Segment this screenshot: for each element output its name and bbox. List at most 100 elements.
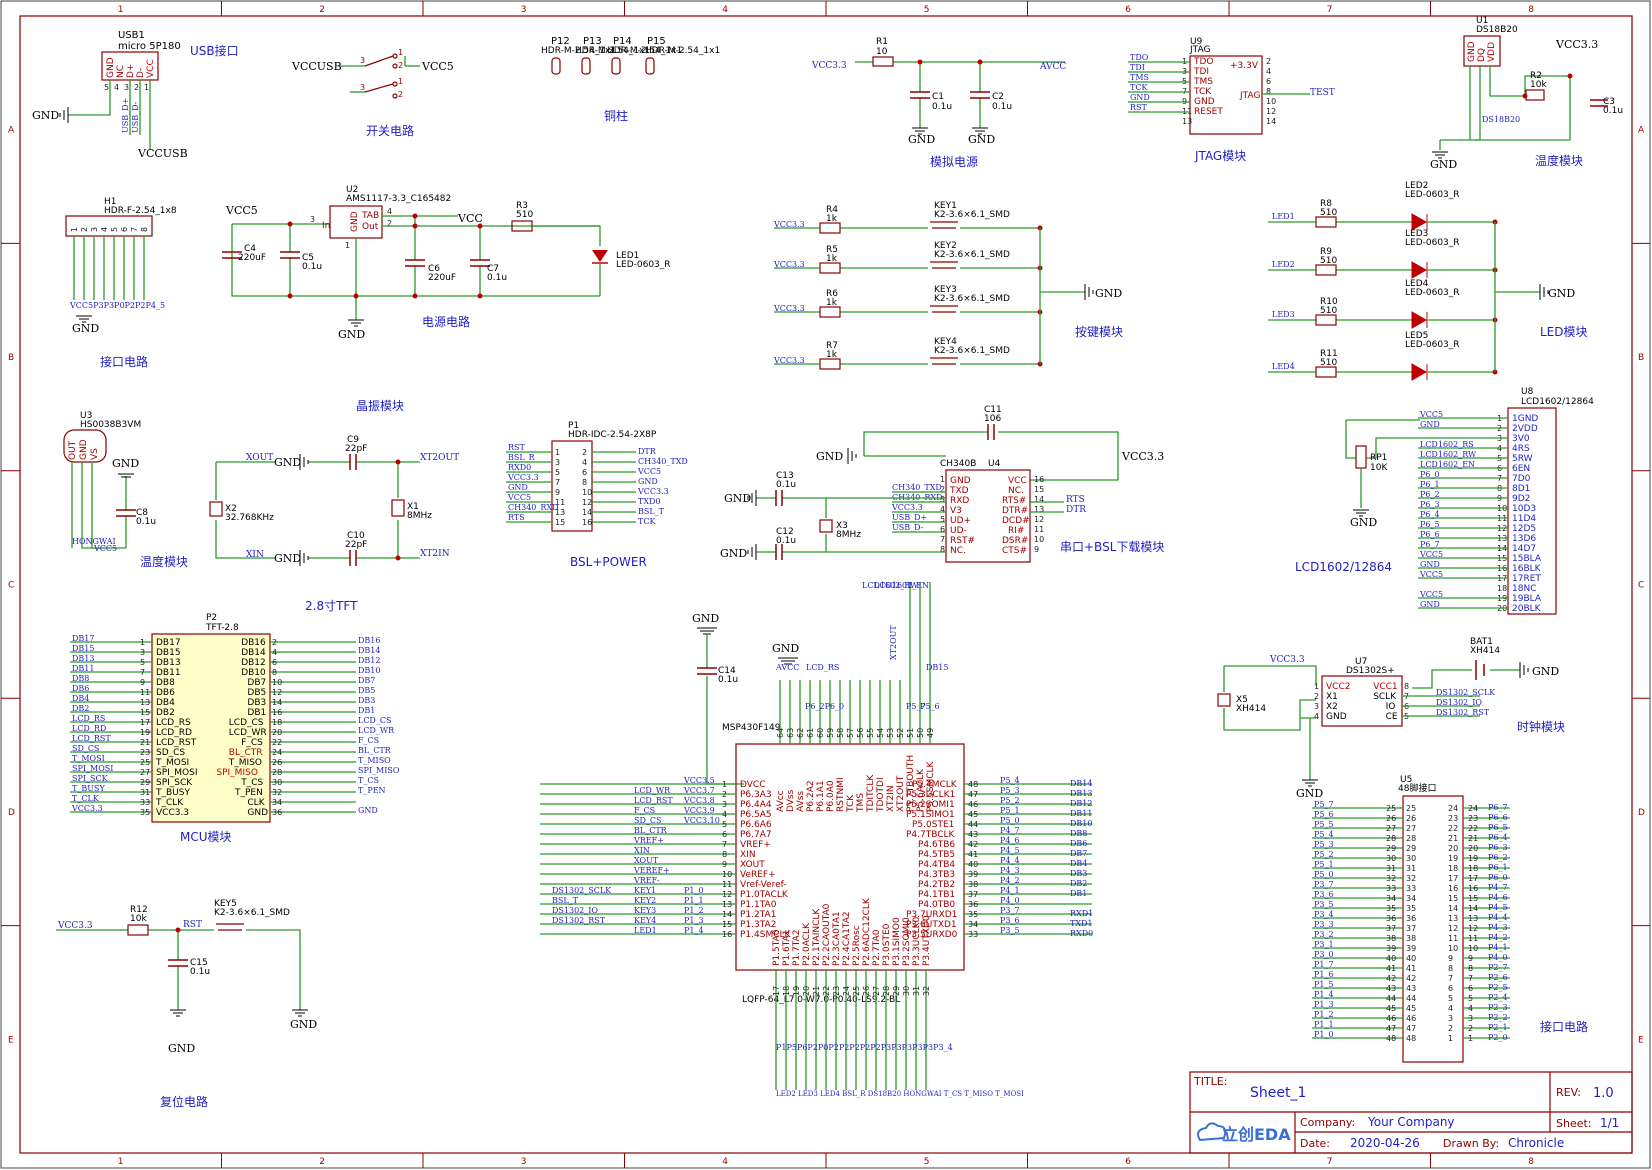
u9-left-net: GND (1130, 93, 1150, 102)
mcu-left-ext: DS1302_RST (552, 916, 606, 925)
key-switch (930, 221, 958, 229)
mcu-left-net: KEY2 (634, 896, 656, 905)
mcu-bottom-pin: P3.4UTXD0 (922, 915, 932, 966)
u5-right-num: 22 (1448, 824, 1458, 833)
mcu-top-num: 58 (836, 728, 845, 738)
p2-right-net: DB3 (358, 696, 375, 705)
caption-switch: 开关电路 (366, 123, 414, 138)
mcu-top-pin: P6.0A0 (826, 780, 836, 812)
xtal-gnd2: GND (274, 552, 301, 565)
mcu-left-num: 2 (722, 790, 727, 799)
p2-right-pin: DB3 (247, 698, 266, 708)
caption-bsl: BSL+POWER (570, 555, 647, 569)
u4-gnd-c13: GND (724, 492, 751, 505)
u4-right-pin: DSR# (1002, 536, 1028, 546)
u8-net: P6_0 (1420, 470, 1440, 479)
u5-right-num-ext: 16 (1468, 884, 1478, 893)
u5-left-num-ext: 46 (1386, 1014, 1396, 1023)
mcu-left-net2: P1_1 (684, 896, 704, 905)
mcu-left-num: 9 (722, 860, 727, 869)
led-diode (1411, 261, 1428, 279)
p2-left-num: 29 (140, 778, 150, 787)
u3-pin-out: OUT (68, 440, 78, 460)
u5-left-num-ext: 31 (1386, 864, 1396, 873)
c7-value: 0.1u (487, 273, 507, 283)
mcu-right-num: 39 (968, 870, 978, 879)
u5-right-num: 2 (1448, 1024, 1453, 1033)
u5-left-net: P5_5 (1314, 820, 1334, 829)
mcu-top-num: 52 (896, 728, 905, 738)
u5-right-num-ext: 13 (1468, 914, 1478, 923)
u5-right-num-ext: 3 (1468, 1014, 1473, 1023)
u8-ref: U8 (1521, 387, 1534, 397)
u4-right-num: 16 (1034, 475, 1044, 484)
caption-lcd: LCD1602/12864 (1295, 560, 1392, 574)
u8-net: P6_7 (1420, 540, 1440, 549)
p2-right-pin: T_PEN (234, 788, 263, 798)
u9-right-pin-num: 6 (1266, 77, 1271, 86)
mcu-msp430: GND C14 0.1u GND MSP430F149 LQFP-64_L7.0… (540, 581, 1093, 1098)
u5-left-net: P3_6 (1314, 890, 1334, 899)
u5-left-num: 39 (1406, 944, 1416, 953)
p2-right-net: LCD_WR (358, 726, 395, 735)
column-label-top: 2 (319, 5, 325, 15)
p2-left-pin: SPI_SCK (156, 778, 193, 788)
u5-left-num: 30 (1406, 854, 1416, 863)
key-resistor (819, 306, 841, 318)
p2-right-net: T_MISO (358, 756, 391, 765)
p1-left-net: RTS (508, 513, 525, 522)
mcu-right-ext: DB7 (1070, 849, 1087, 858)
u8-net: P6_5 (1420, 520, 1440, 529)
post-p14-ref: P14 (613, 36, 632, 47)
p2-right-pin: DB5 (247, 688, 266, 698)
u4-right-pin: VCC (1008, 476, 1027, 486)
u5-left-net: P3_4 (1314, 910, 1334, 919)
u5-left-net: P3_5 (1314, 900, 1334, 909)
x5-value: XH414 (1236, 704, 1266, 714)
mcu-bottom-pin: P2.6ADC12CLK (862, 897, 872, 966)
u7-right-net: DS1302_SCLK (1436, 688, 1496, 697)
p2-right-net: T_CS (358, 776, 379, 785)
c15-ref: C15 (190, 958, 208, 968)
p2-left-pin: SPI_MOSI (156, 768, 198, 778)
p2-left-num: 17 (140, 718, 150, 727)
mcu-bottom-pin: P1.6TA1 (782, 930, 792, 966)
p2-right-num: 10 (272, 678, 282, 687)
key-resistor (819, 222, 841, 234)
u9-left-net: TCK (1130, 83, 1148, 92)
u4-left-num: 2 (940, 485, 945, 494)
p2-right-num: 2 (272, 638, 277, 647)
p2-left-pin: LCD_RD (156, 728, 192, 738)
mcu-bottom-pin: P1.7TA2 (792, 930, 802, 966)
column-label-bottom: 4 (722, 1157, 728, 1167)
key-switch-value: K2-3.6×6.1_SMD (934, 294, 1010, 304)
u7-right-pin: CE (1386, 712, 1398, 722)
sw2-pin1: 1 (398, 77, 403, 86)
u5-right-net: P6_2 (1488, 853, 1508, 862)
mcu-left-pin: Vref-Veref- (740, 880, 787, 890)
u5-left-num: 34 (1406, 894, 1416, 903)
p2-right-num: 14 (272, 698, 282, 707)
p2-left-num: 27 (140, 768, 150, 777)
u8-pin: 7D0 (1512, 474, 1531, 484)
caption-interface2: 接口电路 (1540, 1019, 1588, 1034)
mcu-top-pin: AVss (796, 791, 806, 812)
mcu-right-net: P4_6 (1000, 836, 1020, 845)
mcu-bottom-num: 31 (912, 986, 921, 996)
c13-ref: C13 (776, 471, 794, 481)
clock-gnd2: GND (1532, 665, 1559, 678)
u5-right-net: P4_0 (1488, 953, 1508, 962)
c7-ref: C7 (487, 264, 499, 274)
c3-ref: C3 (1603, 97, 1615, 107)
u5-right-num-ext: 10 (1468, 944, 1478, 953)
c8-ref: C8 (136, 508, 148, 518)
u5-left-num: 27 (1406, 824, 1416, 833)
p1-right-net: BSL_T (638, 507, 665, 516)
u8-net: VCC5 (1419, 410, 1443, 419)
p1-left-net: GND (508, 483, 528, 492)
sw1-pin2: 2 (398, 61, 403, 70)
u4-right-num: 15 (1034, 485, 1044, 494)
u5-right-net: P6_6 (1488, 813, 1508, 822)
u5-left-num-ext: 40 (1386, 954, 1396, 963)
mcu-bottom-pin: P3.2SOMI0 (902, 917, 912, 966)
